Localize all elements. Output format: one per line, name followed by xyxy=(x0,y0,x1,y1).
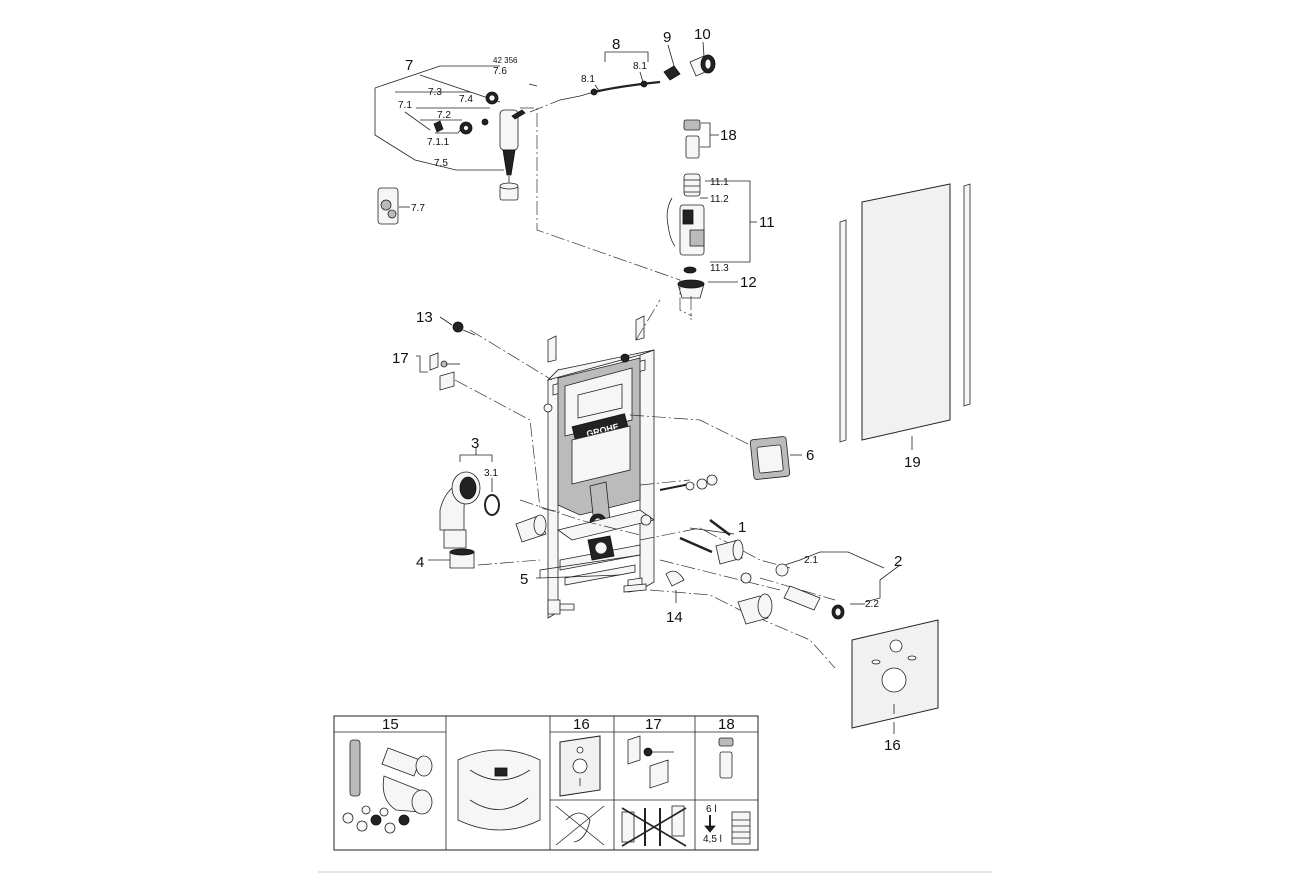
callout-8-1b: 8.1 xyxy=(633,61,647,72)
callout-14: 14 xyxy=(666,609,683,626)
callout-13: 13 xyxy=(416,309,433,326)
callout-2: 2 xyxy=(894,553,902,570)
callout-7-7: 7.7 xyxy=(411,203,425,214)
callout-18: 18 xyxy=(720,127,737,144)
fill-valve-group xyxy=(374,65,538,225)
callout-7-1: 7.1 xyxy=(398,100,412,111)
flush-bend-group xyxy=(428,448,547,569)
cover-panel-group xyxy=(839,183,971,450)
callout-7-6-ref: 42 356 xyxy=(493,56,518,65)
callout-16: 16 xyxy=(884,737,901,754)
supply-hose-group xyxy=(559,41,716,101)
callout-7-1-1: 7.1.1 xyxy=(427,137,450,148)
kit-header-17: 17 xyxy=(645,716,662,733)
flush-valve-group xyxy=(666,119,757,299)
callout-6: 6 xyxy=(806,447,814,464)
callout-11-3: 11.3 xyxy=(710,263,729,274)
callout-7-2: 7.2 xyxy=(437,110,451,121)
callout-10: 10 xyxy=(694,26,711,43)
callout-7-3: 7.3 xyxy=(428,87,442,98)
callout-17: 17 xyxy=(392,350,409,367)
callout-8-1a: 8.1 xyxy=(581,74,595,85)
kit-header-16: 16 xyxy=(573,716,590,733)
callout-2-1: 2.1 xyxy=(804,555,818,566)
callout-19: 19 xyxy=(904,454,921,471)
callout-4: 4 xyxy=(416,554,424,571)
kit-volume-top: 6 l xyxy=(706,804,717,815)
installation-frame: GROHE xyxy=(543,315,655,619)
callout-labels: 7 42 356 7.6 7.3 7.4 7.1 7.2 7.1.1 7.5 7… xyxy=(392,26,921,754)
kit-volume-bottom: 4,5 l xyxy=(703,834,722,845)
callout-3: 3 xyxy=(471,435,479,452)
callout-11-2: 11.2 xyxy=(710,194,729,205)
callout-7: 7 xyxy=(405,57,413,74)
callout-8: 8 xyxy=(612,36,620,53)
callout-2-2: 2.2 xyxy=(865,599,879,610)
callout-11: 11 xyxy=(759,214,775,231)
sound-insulation-plate xyxy=(851,619,939,734)
wall-bracket-group xyxy=(416,316,476,391)
drain-connection-group xyxy=(536,436,901,625)
callout-12: 12 xyxy=(740,274,757,291)
callout-9: 9 xyxy=(663,29,671,46)
callout-11-1: 11.1 xyxy=(710,177,729,188)
callout-5: 5 xyxy=(520,571,528,588)
callout-7-4: 7.4 xyxy=(459,94,473,105)
callout-7-5: 7.5 xyxy=(434,158,448,169)
callout-7-6: 7.6 xyxy=(493,66,507,77)
kit-header-15: 15 xyxy=(382,716,399,733)
accessory-kit-table: 15 16 17 18 xyxy=(333,715,759,851)
callout-3-1: 3.1 xyxy=(484,468,498,479)
kit-header-18: 18 xyxy=(718,716,735,733)
callout-1: 1 xyxy=(738,519,746,536)
